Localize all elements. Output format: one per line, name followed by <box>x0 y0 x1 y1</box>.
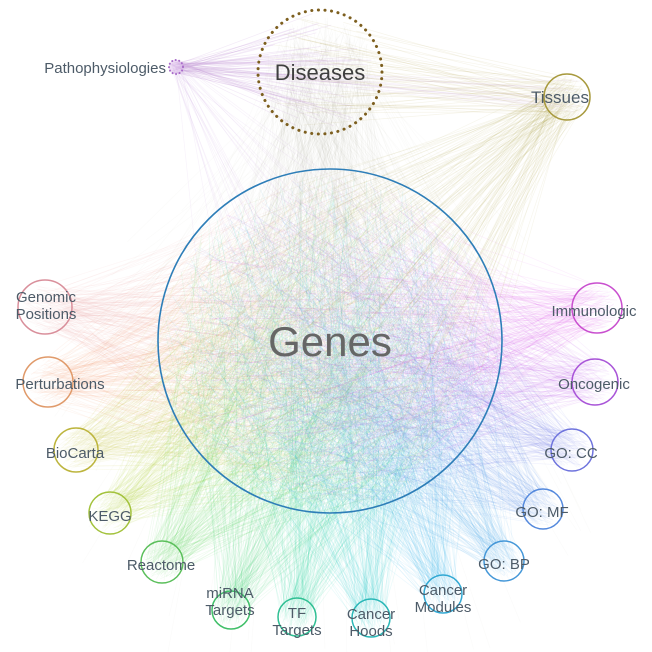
node-kegg[interactable] <box>88 491 132 535</box>
node-label-reactome: Reactome <box>127 557 195 574</box>
edge-bundle-genomic_positions-genes <box>22 185 488 509</box>
edge-bundle-perturbations-genes <box>25 178 496 503</box>
node-tissues[interactable] <box>543 73 591 121</box>
node-label-genes: Genes <box>268 318 392 365</box>
node-oncogenic[interactable] <box>571 358 619 406</box>
node-genomic_positions[interactable] <box>17 279 73 335</box>
edge-bundle-pathophysiologies-diseases <box>170 13 372 127</box>
edge-bundle-kegg-genes <box>91 182 488 532</box>
node-immunologic[interactable] <box>571 282 623 334</box>
edge-bundle-immunologic-genes <box>190 184 618 495</box>
edge-bundle-go_cc-genes <box>163 180 590 506</box>
label-layer: Genes Diseases PathophysiologiesTissuesGen… <box>15 60 637 640</box>
edge-bundle-oncogenic-genes <box>165 177 615 501</box>
node-reactome[interactable] <box>140 540 184 584</box>
edge-bundle-tissues-genes <box>167 76 585 494</box>
edge-bundle-pathophysiologies-genes <box>171 61 494 484</box>
node-go_bp[interactable] <box>483 540 525 582</box>
edge-bundle-cancer_hoods-genes <box>166 177 479 635</box>
edge-bundle-diseases-genes <box>168 17 492 502</box>
node-label-biocarta: BioCarta <box>46 445 105 462</box>
node-label-diseases: Diseases <box>275 60 365 85</box>
node-cancer_hoods[interactable] <box>351 598 391 638</box>
node-go_mf[interactable] <box>522 488 564 530</box>
node-label-immunologic: Immunologic <box>551 303 637 320</box>
node-pathophysiologies[interactable] <box>168 59 184 75</box>
node-genes[interactable] <box>157 168 503 514</box>
edge-bundle-tissues-diseases <box>263 17 585 126</box>
node-perturbations[interactable] <box>22 356 74 408</box>
node-label-go_mf: GO: MF <box>515 504 568 521</box>
node-go_cc[interactable] <box>550 428 594 472</box>
node-label-oncogenic: Oncogenic <box>558 376 630 393</box>
node-layer <box>17 8 623 638</box>
node-tf_targets[interactable] <box>277 597 317 637</box>
node-label-go_bp: GO: BP <box>478 556 530 573</box>
edge-bundle-cancer_modules-genes <box>166 183 492 611</box>
edge-bundle-biocarta-genes <box>57 177 492 492</box>
edge-bundle-diseases-field <box>54 18 591 652</box>
node-label-go_cc: GO: CC <box>544 445 598 462</box>
node-diseases[interactable] <box>256 8 384 136</box>
edge-bundle-go_bp-genes <box>166 180 523 579</box>
edge-bundle-mirna_targets-genes <box>165 186 487 627</box>
node-label-tissues: Tissues <box>531 88 589 107</box>
edge-layer <box>22 13 618 652</box>
node-cancer_modules[interactable] <box>423 574 463 614</box>
node-biocarta[interactable] <box>53 427 99 473</box>
edge-bundle-go_mf-genes <box>175 188 561 527</box>
node-mirna_targets[interactable] <box>211 590 251 630</box>
node-label-pathophysiologies: Pathophysiologies <box>44 60 166 77</box>
edge-bundle-reactome-genes <box>143 176 494 581</box>
node-label-perturbations: Perturbations <box>15 376 104 393</box>
edge-bundle-pathophysiologies-tissues <box>171 62 586 113</box>
edge-bundle-tf_targets-genes <box>174 177 477 634</box>
node-label-kegg: KEGG <box>88 508 131 525</box>
